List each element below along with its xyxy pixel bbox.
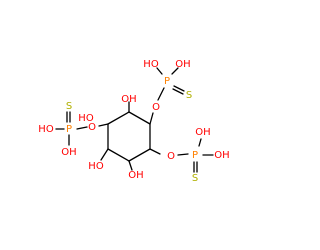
phosphorus-upper: P bbox=[164, 76, 170, 87]
atom-labels: OH OH HO HO O O O P P P S S S HO OH OH O… bbox=[38, 59, 229, 184]
ring-oh-right: OH bbox=[128, 170, 143, 181]
ring-oh-left: HO bbox=[78, 113, 94, 124]
bridge-o-lower: O bbox=[167, 151, 175, 162]
sulfur-upper: S bbox=[186, 90, 192, 101]
ring-bond bbox=[107, 148, 130, 162]
sulfur-lower: S bbox=[192, 173, 198, 184]
phosphorus-left: P bbox=[66, 124, 72, 135]
left-p-hydroxyl-b: OH bbox=[61, 147, 76, 158]
lower-p-hydroxyl-b: OH bbox=[214, 150, 229, 161]
bond-o-p-lower bbox=[177, 153, 189, 156]
ring-oh-top: OH bbox=[121, 94, 136, 105]
bond-o-p-upper bbox=[157, 87, 165, 101]
bond-o-lower bbox=[149, 148, 161, 155]
bond-p-s-upper-2 bbox=[172, 88, 184, 95]
molecule-structure: OH OH HO HO O O O P P P S S S HO OH OH O… bbox=[38, 59, 229, 184]
bond-p-oh-lower-a bbox=[198, 138, 202, 147]
upper-p-hydroxyl-a: HO bbox=[143, 59, 159, 70]
lower-p-hydroxyl-a: OH bbox=[195, 127, 210, 138]
bond-o-left bbox=[98, 123, 109, 127]
phosphorus-lower: P bbox=[192, 150, 198, 161]
bond-o-upper bbox=[149, 112, 154, 125]
ring-oh-bottom-left: HO bbox=[88, 161, 104, 172]
upper-p-hydroxyl-b: OH bbox=[175, 59, 190, 70]
bond-oh-bottom-left bbox=[100, 148, 109, 161]
left-p-hydroxyl-a: HO bbox=[38, 124, 54, 135]
bonds bbox=[55, 67, 214, 173]
bridge-o-left: O bbox=[88, 122, 96, 133]
bond-oh-right bbox=[128, 160, 133, 171]
sulfur-left: S bbox=[66, 101, 72, 112]
ring-bond bbox=[107, 111, 130, 125]
ring-bond bbox=[128, 111, 151, 125]
bridge-o-upper: O bbox=[152, 102, 160, 113]
bond-p-oh-upper-b bbox=[171, 67, 179, 75]
ring-bond bbox=[128, 148, 151, 162]
bond-o-p-left bbox=[76, 126, 88, 130]
bond-p-oh-upper-a bbox=[156, 67, 163, 75]
bond-p-s-upper bbox=[173, 85, 185, 92]
